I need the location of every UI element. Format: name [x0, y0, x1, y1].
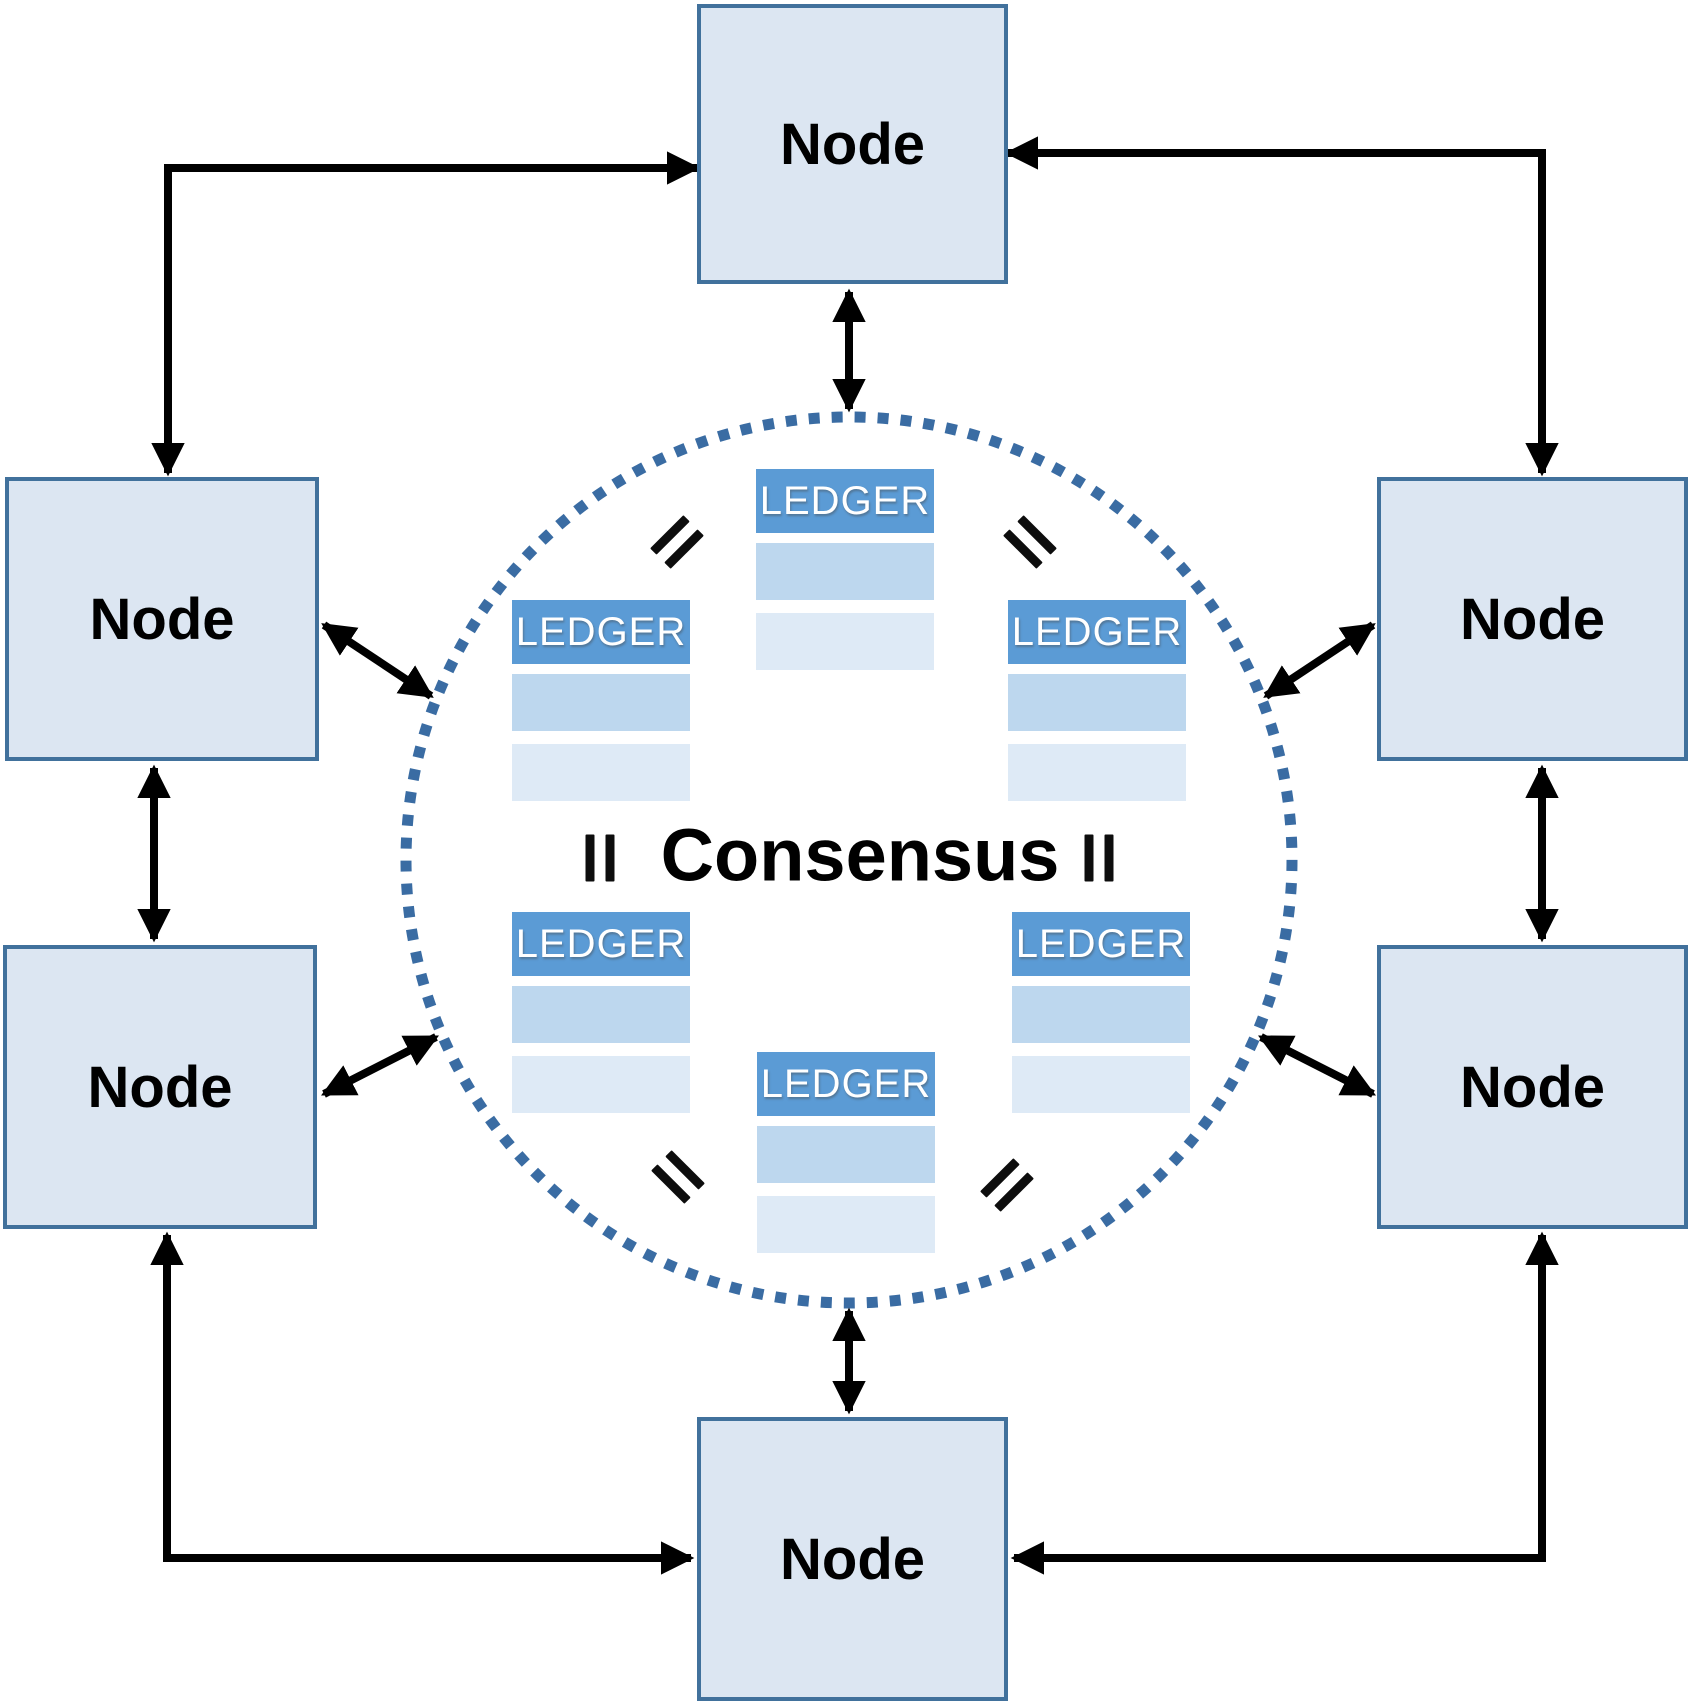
node-bottom: Node [697, 1417, 1008, 1701]
ledger-right: LEDGER [1008, 600, 1186, 801]
node-top-label: Node [780, 111, 925, 177]
arrow-right-lower-node-to-circle [1258, 1033, 1376, 1098]
ledger-right-header: LEDGER [1008, 600, 1186, 664]
ledger-row [512, 674, 690, 731]
ledger-bottom-left-header: LEDGER [512, 912, 690, 976]
node-right-upper-label: Node [1460, 586, 1605, 652]
equals-icon-mid-right [1084, 834, 1114, 882]
arrow-left-upper-node-to-circle [321, 621, 434, 700]
ledger-bottom-right-header: LEDGER [1012, 912, 1190, 976]
ledger-bottom-header: LEDGER [757, 1052, 935, 1116]
connector-bottom-right-elbow [1010, 1231, 1559, 1575]
consensus-label: Consensus [660, 813, 1060, 897]
node-left-upper-label: Node [89, 586, 235, 652]
connector-top-left-elbow [151, 151, 701, 477]
node-left-lower-label: Node [87, 1054, 233, 1120]
ledger-row [1012, 1056, 1190, 1113]
ledger-row [512, 986, 690, 1043]
consensus-dotted-circle [400, 411, 1298, 1309]
ledger-row [1008, 674, 1186, 731]
ledger-row [756, 543, 934, 600]
ledger-row [1008, 744, 1186, 801]
ledger-row [1012, 986, 1190, 1043]
node-right-lower: Node [1377, 945, 1688, 1229]
ledger-row [757, 1196, 935, 1253]
ledger-top: LEDGER [756, 469, 934, 670]
connector-bottom-left-elbow [150, 1231, 695, 1575]
node-left-upper: Node [5, 477, 319, 761]
ledger-left: LEDGER [512, 600, 690, 801]
node-bottom-label: Node [780, 1526, 925, 1592]
ledger-row [512, 744, 690, 801]
node-right-lower-label: Node [1460, 1054, 1605, 1120]
ledger-top-header: LEDGER [756, 469, 934, 533]
ledger-row [512, 1056, 690, 1113]
node-left-lower: Node [3, 945, 317, 1229]
arrow-left-lower-node-to-circle [321, 1033, 439, 1098]
ledger-left-header: LEDGER [512, 600, 690, 664]
ledger-bottom: LEDGER [757, 1052, 935, 1253]
ledger-row [756, 613, 934, 670]
ledger-bottom-right: LEDGER [1012, 912, 1190, 1113]
node-right-upper: Node [1377, 477, 1688, 761]
ledger-row [757, 1126, 935, 1183]
connector-top-right-elbow [1004, 136, 1559, 477]
ledger-bottom-left: LEDGER [512, 912, 690, 1113]
node-top: Node [697, 4, 1008, 284]
equals-icon-mid-left [585, 834, 615, 882]
arrow-right-upper-node-to-circle [1263, 621, 1376, 700]
